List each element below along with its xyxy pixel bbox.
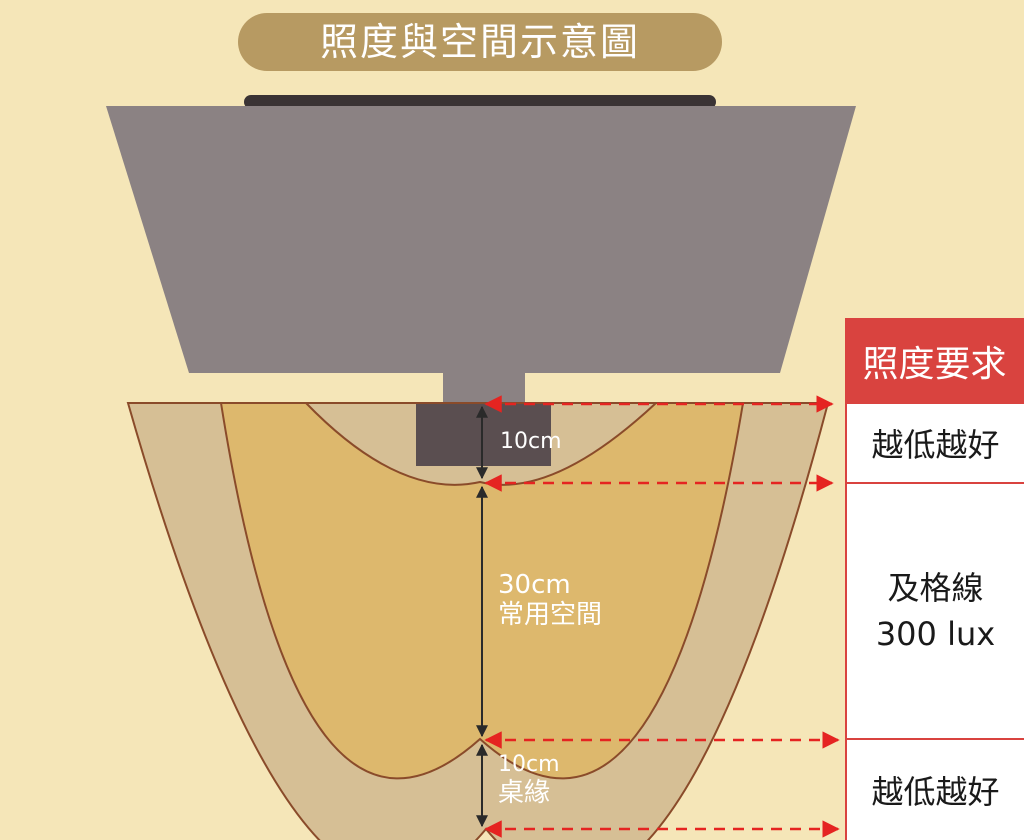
requirement-middle-line1: 及格線 <box>887 569 984 607</box>
requirement-top: 越低越好 <box>845 404 1024 484</box>
requirements-panel: 照度要求 越低越好 及格線 300 lux 越低越好 <box>845 318 1024 840</box>
lamp-bar <box>244 95 716 109</box>
requirements-header: 照度要求 <box>845 318 1024 404</box>
requirement-bottom: 越低越好 <box>845 740 1024 840</box>
zone-top-size: 10cm <box>500 429 562 454</box>
requirement-top-text: 越低越好 <box>871 426 1000 464</box>
zone-bottom-label: 10cm 桌緣 <box>498 752 560 808</box>
zone-top-label: 10cm <box>500 427 562 457</box>
requirement-middle: 及格線 300 lux <box>845 484 1024 740</box>
requirement-bottom-text: 越低越好 <box>871 773 1000 811</box>
zone-middle-label: 30cm 常用空間 <box>498 570 602 630</box>
zone-bottom-size: 10cm <box>498 752 560 777</box>
diagram-title: 照度與空間示意圖 <box>238 13 722 71</box>
lamp-neck <box>443 373 525 405</box>
zone-middle-name: 常用空間 <box>498 600 603 630</box>
requirement-middle-line2: 300 lux <box>875 615 996 653</box>
zone-bottom-name: 桌緣 <box>498 778 551 808</box>
lamp-shade <box>106 106 856 373</box>
zone-middle-size: 30cm <box>498 570 571 600</box>
